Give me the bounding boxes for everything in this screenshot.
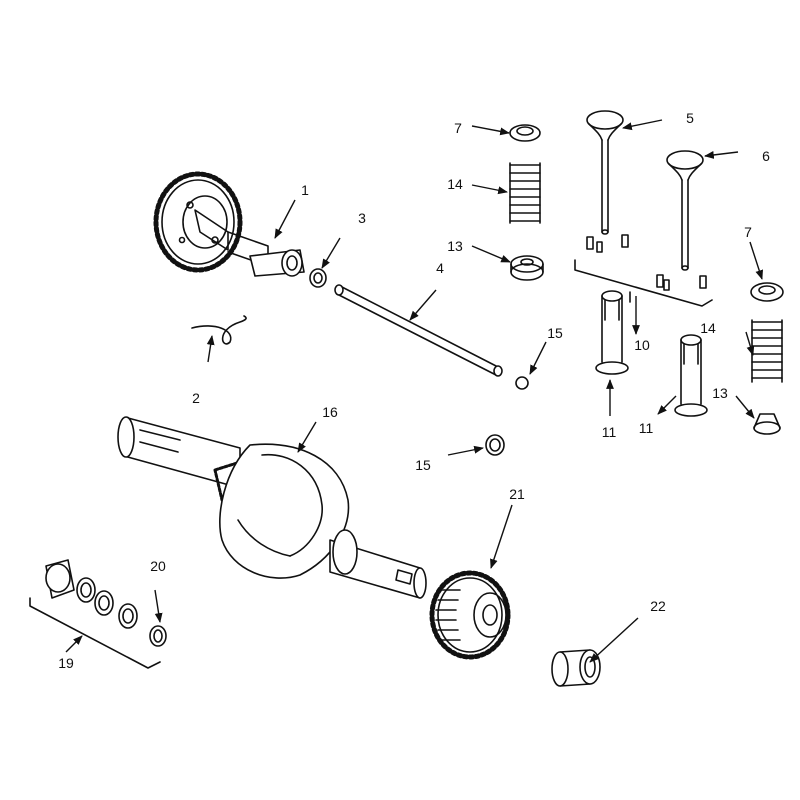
callout-15-bottom: 15: [415, 457, 431, 473]
washer-part: [309, 268, 327, 288]
callout-19: 19: [58, 655, 74, 671]
spring-seat-part: [753, 413, 781, 435]
callout-13-right: 13: [712, 385, 728, 401]
spring-clip-part: [191, 315, 247, 345]
callout-2: 2: [192, 390, 200, 406]
bushing-part: [551, 649, 601, 687]
valve-retainer-part: [509, 124, 541, 142]
callout-7-right: 7: [744, 224, 752, 240]
callout-14-top: 14: [447, 176, 463, 192]
callout-11-right: 11: [638, 420, 654, 436]
callout-5: 5: [686, 110, 694, 126]
callout-20: 20: [150, 558, 166, 574]
callout-21: 21: [509, 486, 525, 502]
callout-15-top: 15: [547, 325, 563, 341]
cap-part: [485, 434, 505, 456]
tappet-part: [674, 334, 708, 417]
callout-22: 22: [650, 598, 666, 614]
exhaust-valve-part: [666, 150, 704, 271]
callout-6: 6: [762, 148, 770, 164]
callout-11-left: 11: [601, 424, 617, 440]
cap-part: [515, 376, 529, 390]
crankshaft-part: [117, 416, 427, 599]
tappet-part: [595, 290, 629, 375]
crank-gear-part: [429, 570, 511, 660]
valve-spring-part: [509, 162, 541, 224]
valve-keeper-part: [586, 234, 707, 291]
callout-10: 10: [634, 337, 650, 353]
intake-valve-part: [586, 110, 624, 235]
pushrod-part: [334, 284, 503, 377]
callout-16: 16: [322, 404, 338, 420]
valve-group-bracket: [574, 259, 713, 307]
valve-retainer-part: [750, 282, 784, 302]
callout-13-top: 13: [447, 238, 463, 254]
callout-4: 4: [436, 260, 444, 276]
retaining-ring-part: [149, 625, 167, 647]
callout-1: 1: [301, 182, 309, 198]
spring-seat-part: [510, 255, 544, 281]
callout-3: 3: [358, 210, 366, 226]
bearing-kit-part: [29, 559, 161, 669]
callout-14-right: 14: [700, 320, 716, 336]
callout-7-top: 7: [454, 120, 462, 136]
leader-lines: [65, 119, 764, 663]
valve-spring-part: [751, 319, 783, 383]
camshaft-gear-part: [153, 171, 305, 277]
